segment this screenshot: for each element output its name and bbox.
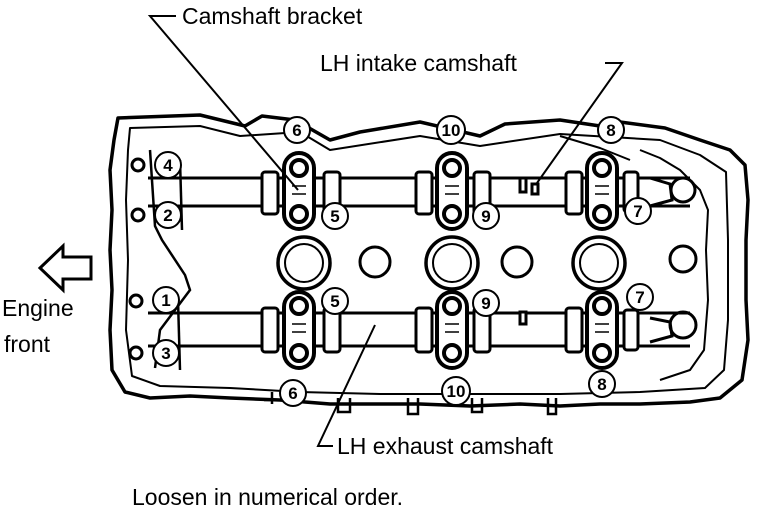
leader-camshaft-bracket [147, 15, 299, 191]
callout-7-top [624, 197, 652, 225]
label-engine-front-line2: front [4, 331, 51, 357]
callout-3-text: 3 [161, 344, 170, 363]
callout-6-top [283, 116, 311, 144]
leader-lines [147, 15, 624, 447]
callout-5-bottom-text: 5 [330, 292, 339, 311]
callout-2-text: 2 [163, 206, 172, 225]
callout-8-bottom-text: 8 [597, 375, 606, 394]
callout-9-bottom [472, 289, 500, 317]
callout-4 [154, 151, 182, 179]
callout-8-top-text: 8 [606, 121, 615, 140]
callout-9-bottom-text: 9 [481, 294, 490, 313]
label-camshaft-bracket: Camshaft bracket [182, 3, 363, 29]
callout-7-bottom-text: 7 [635, 288, 644, 307]
callout-10-top-text: 10 [442, 121, 461, 140]
leader-lh-intake-camshaft [536, 62, 624, 184]
engine-front-arrow-icon [37, 242, 93, 294]
callout-1 [152, 286, 180, 314]
callout-8-bottom [588, 370, 616, 398]
bracket-6-top [282, 151, 316, 231]
callout-6-top-text: 6 [292, 121, 301, 140]
label-lh-intake-camshaft: LH intake camshaft [320, 50, 517, 76]
callout-10-bottom [441, 376, 471, 406]
callout-10-bottom-text: 10 [447, 382, 466, 401]
bracket-10-top [435, 151, 469, 231]
callout-10-top [436, 115, 466, 145]
caption: Loosen in numerical order. [132, 484, 403, 510]
spark-plug-holes [276, 176, 698, 340]
callout-7-bottom [626, 283, 654, 311]
bracket-10-bottom [435, 290, 469, 370]
callout-6-bottom [279, 379, 307, 407]
callout-6-bottom-text: 6 [288, 384, 297, 403]
callout-7-top-text: 7 [633, 202, 642, 221]
label-lh-exhaust-camshaft: LH exhaust camshaft [337, 433, 554, 459]
callout-9-top-text: 9 [481, 207, 490, 226]
cylinder-head-outline [108, 113, 750, 408]
leader-lh-exhaust-camshaft [316, 324, 376, 447]
order-callouts [152, 115, 654, 407]
callout-1-text: 1 [161, 291, 170, 310]
callout-4-text: 4 [163, 156, 173, 175]
bracket-6-bottom [282, 290, 316, 370]
bottom-studs [264, 392, 558, 416]
callout-8-top [597, 116, 625, 144]
bracket-8-top [585, 151, 619, 231]
front-cap-bolts [128, 157, 146, 361]
callout-2 [154, 201, 182, 229]
callout-3 [152, 339, 180, 367]
callout-5-top [321, 202, 349, 230]
front-cap-outline [148, 149, 192, 371]
label-engine-front-line1: Engine [2, 295, 74, 321]
callout-5-top-text: 5 [330, 207, 339, 226]
exhaust-cam-lobes [260, 306, 674, 354]
callout-9-top [472, 202, 500, 230]
bracket-8-bottom [585, 290, 619, 370]
camshaft-brackets [282, 151, 619, 370]
callout-5-bottom [321, 287, 349, 315]
